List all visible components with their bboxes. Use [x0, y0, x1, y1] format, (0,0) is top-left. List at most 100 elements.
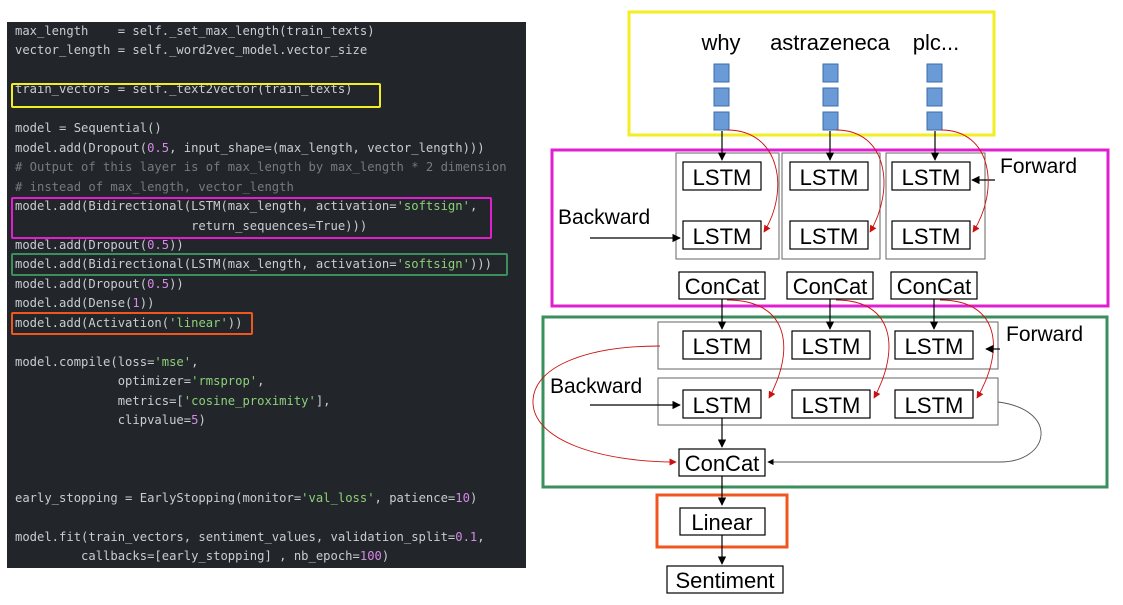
code-token: model.add(Dropout( — [15, 140, 148, 155]
backward-input-arrow — [939, 299, 994, 399]
code-line: # Output of this layer is of max_length … — [15, 158, 507, 177]
code-highlight-train-vectors — [11, 83, 381, 108]
code-line: max_length = self._set_max_length(train_… — [15, 22, 375, 41]
backward-input-arrow — [835, 129, 885, 233]
concat-label: ConCat — [897, 274, 972, 299]
input-word: plc... — [913, 30, 959, 55]
lstm-box — [894, 330, 974, 360]
code-token: optimizer= — [15, 374, 192, 389]
code-token: # Output of this layer is of max_length … — [15, 160, 507, 175]
word-vector-cell — [713, 63, 730, 83]
forward-output-curve — [767, 401, 1042, 466]
code-token: 0.1 — [455, 529, 478, 544]
backward-output-curve — [532, 345, 677, 466]
code-line: model.add(Bidirectional(LSTM(max_length,… — [15, 255, 492, 274]
code-token: )) — [169, 276, 184, 291]
code-token: 'softsign' — [396, 199, 470, 214]
lstm-box — [682, 220, 762, 250]
code-line: model.fit(train_vectors, sentiment_value… — [15, 528, 485, 547]
code-line: callbacks=[early_stopping] , nb_epoch=10… — [15, 547, 389, 566]
code-token: , — [191, 354, 199, 369]
code-panel: max_length = self._set_max_length(train_… — [7, 22, 526, 568]
code-token: , — [257, 374, 265, 389]
backward-input-arrow — [726, 129, 779, 233]
code-token: )) — [139, 296, 155, 311]
code-token: )) — [169, 237, 184, 252]
concat-label: ConCat — [685, 451, 760, 476]
sentiment-label: Sentiment — [675, 568, 774, 593]
lstm-box — [682, 161, 762, 191]
lstm-label: LSTM — [693, 165, 752, 190]
lstm-label: LSTM — [902, 165, 961, 190]
code-token: 100 — [359, 549, 382, 564]
lstm-label: LSTM — [800, 165, 859, 190]
code-token: )) — [227, 315, 243, 330]
lstm-label: LSTM — [693, 224, 752, 249]
lstm-box — [891, 161, 971, 191]
lstm-label: LSTM — [902, 224, 961, 249]
code-token: , — [469, 199, 478, 214]
code-line: # instead of max_length, vector_length — [15, 178, 294, 197]
code-line: model.add(Activation('linear')) — [15, 314, 242, 333]
code-token: metrics=[ — [15, 393, 184, 408]
code-line: model.add(Dropout(0.5)) — [15, 236, 184, 255]
code-line: vector_length = self._word2vec_model.vec… — [15, 41, 367, 60]
concat-box — [678, 271, 766, 300]
code-highlight-bidirectional-2 — [11, 253, 508, 276]
code-token: ) — [469, 490, 478, 505]
lstm-label: LSTM — [905, 393, 964, 418]
code-token: clipvalue= — [15, 413, 192, 427]
linear-label: Linear — [691, 510, 752, 535]
backward-input-arrow — [726, 299, 785, 399]
code-line: clipvalue=5) — [15, 411, 206, 430]
input-word: astrazeneca — [770, 30, 891, 55]
code-token: 'linear' — [169, 315, 228, 330]
code-token: 0.5 — [147, 237, 170, 252]
bidirectional-layer-2-frame — [541, 315, 1109, 489]
lstm-box — [789, 220, 869, 250]
code-line: model.add(Dense(1)) — [15, 294, 154, 313]
linear-box — [679, 507, 766, 536]
lstm-box — [894, 389, 974, 419]
code-token: max_length = self._set_max_length(train_… — [15, 24, 375, 38]
word-vector-cell — [822, 87, 839, 107]
code-line: model.add(Dropout(0.5, input_shape=(max_… — [15, 139, 485, 158]
layer2-backward-row-frame — [657, 377, 999, 426]
code-highlight-activation — [11, 312, 253, 335]
code-token: callbacks=[early_stopping] , nb_epoch= — [15, 549, 360, 564]
code-token: 'val_loss' — [301, 490, 375, 505]
word-vector-cell — [926, 111, 943, 131]
code-token: model.add(Bidirectional(LSTM(max_length,… — [15, 257, 397, 272]
backward-label: Backward — [558, 206, 650, 229]
code-line: model.add(Bidirectional(LSTM(max_length,… — [15, 197, 477, 216]
layer1-group-frame — [675, 152, 780, 260]
code-token: , — [477, 529, 485, 544]
lstm-box — [682, 389, 762, 419]
concat-label: ConCat — [685, 274, 760, 299]
lstm-label: LSTM — [802, 393, 861, 418]
code-token: model = Sequential() — [15, 121, 162, 136]
code-token: 'cosine_proximity' — [183, 393, 316, 408]
code-token: 10 — [455, 490, 470, 505]
lstm-box — [891, 220, 971, 250]
code-highlight-bidirectional-1 — [11, 197, 492, 239]
sentiment-box — [666, 565, 784, 594]
word-vector-cell — [822, 63, 839, 83]
code-token: ))) — [469, 257, 492, 272]
backward-input-arrow — [835, 299, 890, 399]
code-token: ) — [198, 413, 206, 427]
code-token: early_stopping = EarlyStopping(monitor= — [15, 490, 302, 505]
input-section-frame — [627, 10, 996, 137]
backward-label: Backward — [550, 375, 642, 398]
code-token: 0.5 — [147, 276, 170, 291]
lstm-label: LSTM — [802, 334, 861, 359]
code-line: model.add(Dropout(0.5)) — [15, 275, 184, 294]
code-token: model.add(Dropout( — [15, 276, 148, 291]
concat-box — [678, 448, 766, 477]
code-token: 'softsign' — [396, 257, 470, 272]
code-line: return_sequences=True))) — [15, 217, 367, 236]
code-line: model = Sequential() — [15, 119, 162, 138]
lstm-label: LSTM — [693, 393, 752, 418]
code-token: model.add(Dropout( — [15, 237, 148, 252]
